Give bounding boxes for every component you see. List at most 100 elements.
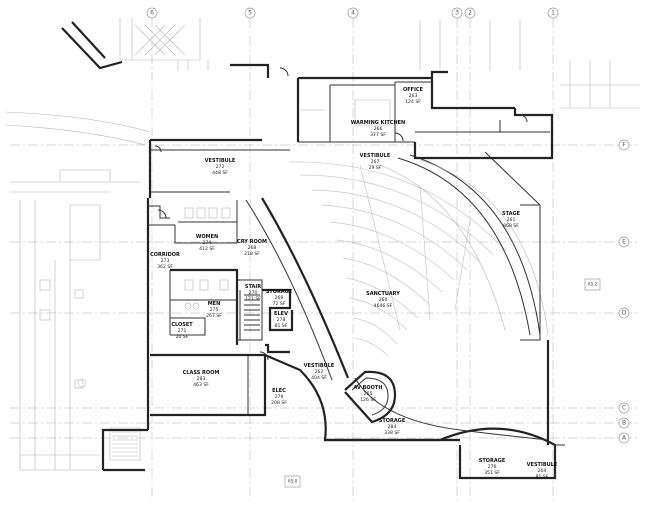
svg-text:B: B — [622, 420, 626, 427]
svg-text:126 SF: 126 SF — [360, 397, 376, 403]
svg-text:260: 260 — [379, 297, 388, 303]
svg-text:273: 273 — [161, 258, 170, 264]
svg-text:20 SF: 20 SF — [176, 334, 189, 340]
svg-text:4: 4 — [351, 10, 355, 17]
room-label-storage-269: STORAGE 269 72 SF — [266, 289, 293, 307]
svg-text:262: 262 — [315, 369, 324, 375]
room-label-women: WOMEN 274 412 SF — [196, 234, 218, 252]
svg-text:284: 284 — [388, 424, 397, 430]
svg-text:ELEC: ELEC — [272, 388, 286, 394]
svg-text:266: 266 — [374, 126, 383, 132]
svg-text:A5.0: A5.0 — [288, 479, 298, 484]
svg-text:267: 267 — [371, 159, 380, 165]
svg-text:283: 283 — [197, 376, 206, 382]
room-label-vestibule-272: VESTIBULE 272 448 SF — [205, 158, 236, 176]
svg-text:STORAGE: STORAGE — [479, 458, 506, 464]
svg-text:261: 261 — [507, 217, 516, 223]
room-label-elev: ELEV 278 81 SF — [274, 311, 288, 329]
svg-text:VESTIBULE: VESTIBULE — [527, 462, 558, 468]
svg-text:268: 268 — [248, 245, 257, 251]
grid-bubble-row-b: B — [618, 417, 630, 429]
svg-text:C: C — [622, 405, 626, 412]
svg-text:SANCTUARY: SANCTUARY — [366, 291, 400, 297]
room-label-warming-kitchen: WARMING KITCHEN 266 377 SF — [351, 120, 405, 138]
svg-text:CORRIDOR: CORRIDOR — [150, 252, 180, 258]
stage-arcs — [379, 151, 549, 341]
grid-bubble-row-a: A — [618, 432, 630, 444]
grid-bubble-row-c: C — [618, 402, 630, 414]
room-label-men: MEN 275 267 SF — [206, 301, 222, 319]
svg-text:STAIR: STAIR — [245, 284, 261, 290]
svg-text:279: 279 — [275, 394, 284, 400]
svg-text:278: 278 — [277, 317, 286, 323]
grid-bubble-col-5: 5 — [244, 7, 256, 19]
svg-text:124 SF: 124 SF — [405, 99, 421, 105]
svg-text:D: D — [622, 310, 627, 317]
svg-text:271: 271 — [178, 328, 187, 334]
svg-text:ELEV: ELEV — [274, 311, 288, 317]
grid-bubble-col-3: 3 — [451, 7, 463, 19]
svg-text:276: 276 — [488, 464, 497, 470]
svg-text:MEN: MEN — [208, 301, 221, 307]
svg-text:3: 3 — [455, 10, 459, 17]
svg-text:4646 SF: 4646 SF — [374, 303, 393, 309]
svg-text:OFFICE: OFFICE — [403, 87, 424, 93]
svg-text:270: 270 — [249, 290, 258, 296]
svg-text:6: 6 — [150, 10, 154, 17]
fixtures — [184, 99, 391, 310]
room-label-cry-room: CRY ROOM 268 218 SF — [237, 239, 267, 257]
grid-bubble-row-f: F — [618, 139, 630, 151]
svg-text:267 SF: 267 SF — [206, 313, 222, 319]
grid-bubble-col-4: 4 — [347, 7, 359, 19]
svg-text:404 SF: 404 SF — [311, 375, 327, 381]
svg-text:338 SF: 338 SF — [384, 430, 400, 436]
svg-text:274: 274 — [203, 240, 212, 246]
svg-text:STAGE: STAGE — [502, 211, 521, 217]
svg-text:264: 264 — [538, 468, 547, 474]
room-label-av-booth: AV BOOTH 265 126 SF — [353, 385, 382, 403]
svg-text:A: A — [622, 435, 627, 442]
room-label-storage-284: STORAGE 284 338 SF — [379, 418, 406, 436]
svg-text:208 SF: 208 SF — [271, 400, 287, 406]
svg-text:263: 263 — [409, 93, 418, 99]
room-label-storage-276: STORAGE 276 351 SF — [479, 458, 506, 476]
existing-building — [5, 18, 640, 471]
room-label-vestibule-264: VESTIBULE 264 81 SF — [527, 462, 558, 480]
room-label-vestibule-267: VESTIBULE 267 29 SF — [360, 153, 391, 171]
svg-text:121 SF: 121 SF — [245, 296, 261, 302]
svg-text:868 SF: 868 SF — [503, 223, 519, 229]
svg-text:29 SF: 29 SF — [369, 165, 382, 171]
svg-text:5: 5 — [248, 10, 252, 17]
section-tag-a52: A5.2 — [584, 278, 601, 291]
svg-text:269: 269 — [275, 295, 284, 301]
svg-text:WARMING KITCHEN: WARMING KITCHEN — [351, 120, 405, 126]
room-label-vestibule-262: VESTIBULE 262 404 SF — [304, 363, 335, 381]
grid-lines — [10, 18, 640, 500]
room-label-closet: CLOSET 271 20 SF — [171, 322, 193, 340]
svg-text:2: 2 — [468, 10, 472, 17]
svg-text:STORAGE: STORAGE — [379, 418, 406, 424]
svg-text:377 SF: 377 SF — [370, 132, 386, 138]
svg-text:STORAGE: STORAGE — [266, 289, 293, 295]
svg-text:E: E — [622, 239, 626, 246]
svg-text:463 SF: 463 SF — [193, 382, 209, 388]
grid-bubble-col-6: 6 — [146, 7, 158, 19]
svg-text:AV BOOTH: AV BOOTH — [353, 385, 382, 391]
svg-text:VESTIBULE: VESTIBULE — [205, 158, 236, 164]
room-label-stair: STAIR 270 121 SF — [245, 284, 261, 302]
grid-bubbles: 6 5 4 3 2 1 F E D C B A — [146, 7, 630, 444]
room-labels: OFFICE 263 124 SF WARMING KITCHEN 266 37… — [150, 87, 558, 480]
svg-text:362 SF: 362 SF — [157, 264, 173, 270]
svg-text:218 SF: 218 SF — [244, 251, 260, 257]
svg-text:CLASS ROOM: CLASS ROOM — [183, 370, 220, 376]
svg-text:81 SF: 81 SF — [536, 474, 549, 480]
grid-bubble-col-1: 1 — [547, 7, 559, 19]
svg-text:412 SF: 412 SF — [199, 246, 215, 252]
svg-text:1: 1 — [551, 10, 555, 17]
svg-text:F: F — [622, 142, 626, 149]
grid-bubble-col-2: 2 — [464, 7, 476, 19]
grid-bubble-row-d: D — [618, 307, 630, 319]
room-label-stage: STAGE 261 868 SF — [502, 211, 521, 229]
room-label-sanctuary: SANCTUARY 260 4646 SF — [366, 291, 400, 309]
